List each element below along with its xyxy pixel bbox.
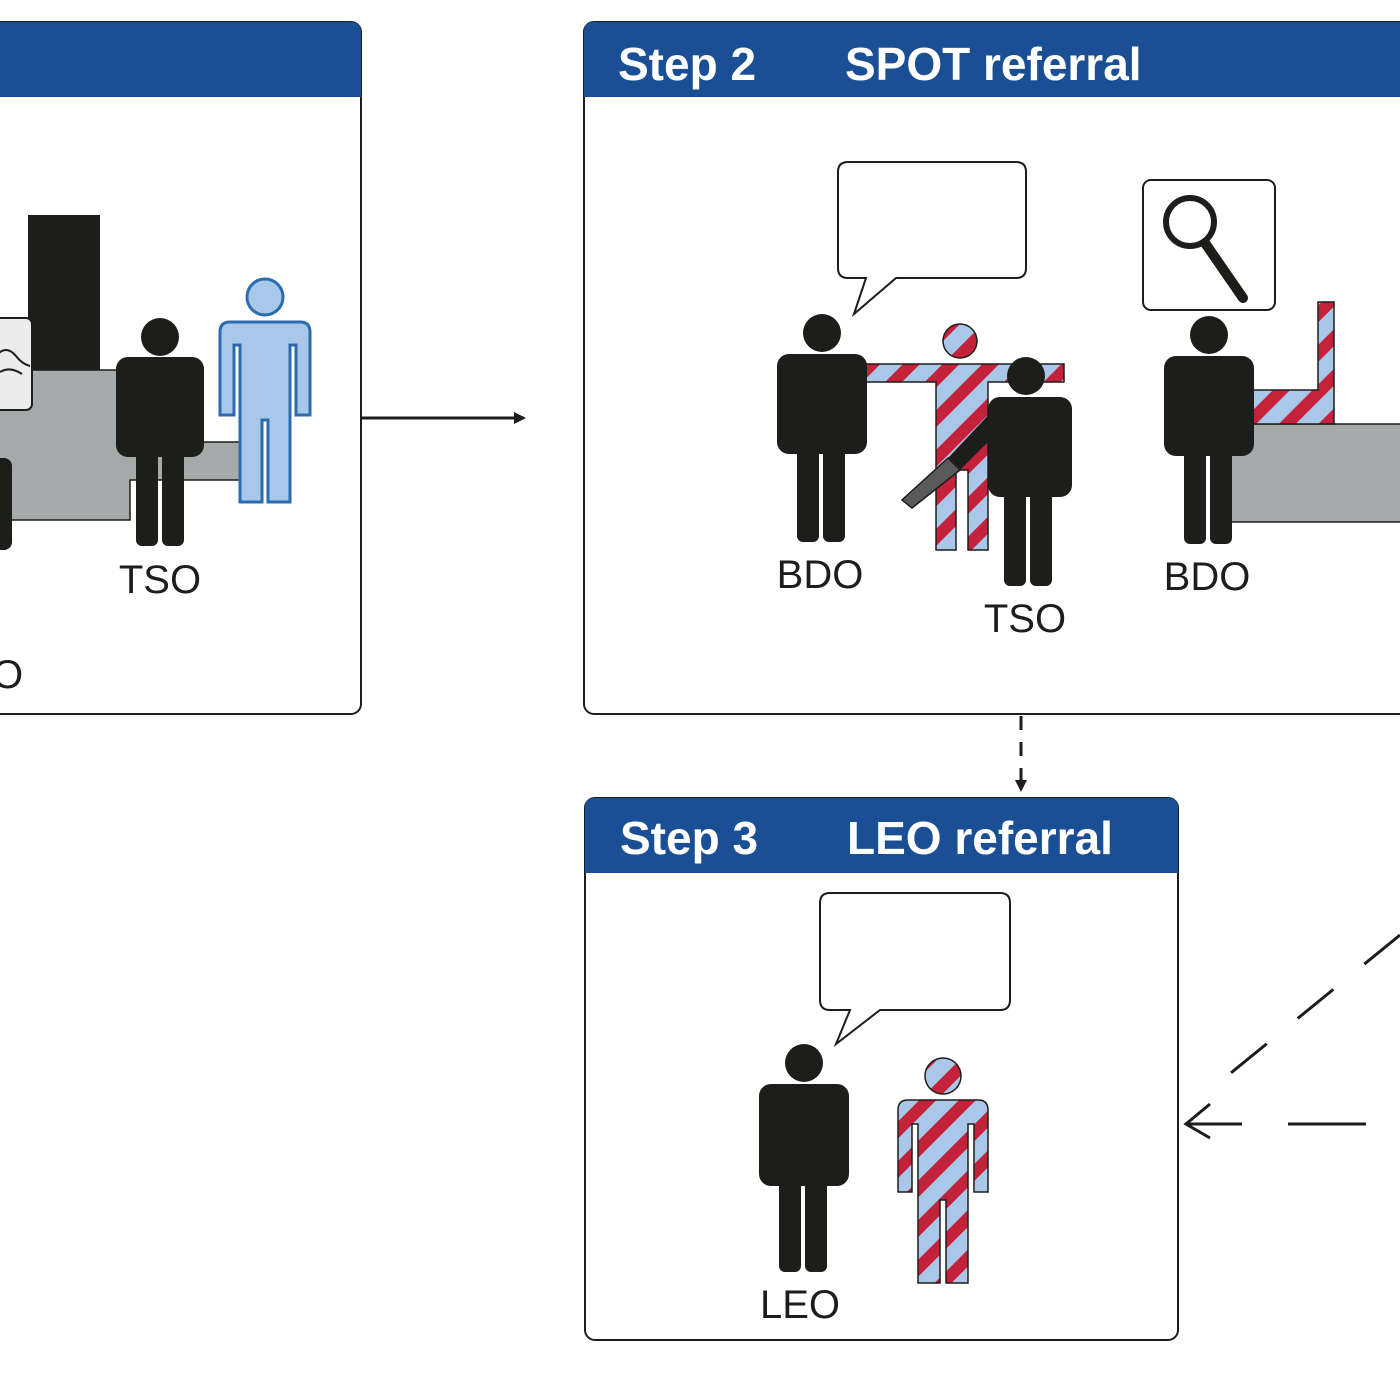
dashed-connector-right xyxy=(1183,933,1400,1140)
monitor-screen xyxy=(0,317,33,411)
desk-right xyxy=(1229,423,1400,523)
label-bdo-right: BDO xyxy=(1164,555,1251,599)
tso-figure-step2 xyxy=(948,357,1072,586)
xray-image-icon xyxy=(0,349,31,375)
panel-step1: TSO O xyxy=(0,21,362,715)
panel-step1-header xyxy=(0,22,361,97)
passenger-figure-step1 xyxy=(218,277,312,504)
panel-step3-title: LEO referral xyxy=(847,812,1113,864)
label-leo: LEO xyxy=(760,1283,840,1327)
panel-step3: Step 3 LEO referral LEO xyxy=(584,797,1179,1341)
panel-step3-step: Step 3 xyxy=(620,812,758,864)
panel-step2-title: SPOT referral xyxy=(845,38,1142,90)
panel-step3-frame xyxy=(584,797,1179,1341)
panel-step2: Step 2 SPOT referral xyxy=(583,21,1400,715)
label-tso-step1: TSO xyxy=(119,558,201,602)
bdo-figure-left xyxy=(777,314,867,542)
metal-detector-wand xyxy=(900,456,962,509)
officer-partial xyxy=(0,458,12,550)
leo-figure xyxy=(759,1044,849,1272)
label-bdo-left: BDO xyxy=(777,553,864,597)
panel-step2-header xyxy=(584,22,1400,97)
speech-bubble-icon xyxy=(837,161,1027,318)
passenger-figure-step3 xyxy=(897,1057,989,1284)
scanner-machine xyxy=(28,215,100,375)
speech-bubble-icon xyxy=(819,892,1011,1048)
bdo-figure-right xyxy=(1164,316,1254,544)
panel-step3-header xyxy=(585,798,1178,873)
label-partial-step1: O xyxy=(0,653,23,697)
label-tso-step2: TSO xyxy=(984,597,1066,641)
magnifier-icon xyxy=(1163,195,1248,303)
panel-step2-step: Step 2 xyxy=(618,38,756,90)
tso-figure-step1 xyxy=(116,318,204,546)
